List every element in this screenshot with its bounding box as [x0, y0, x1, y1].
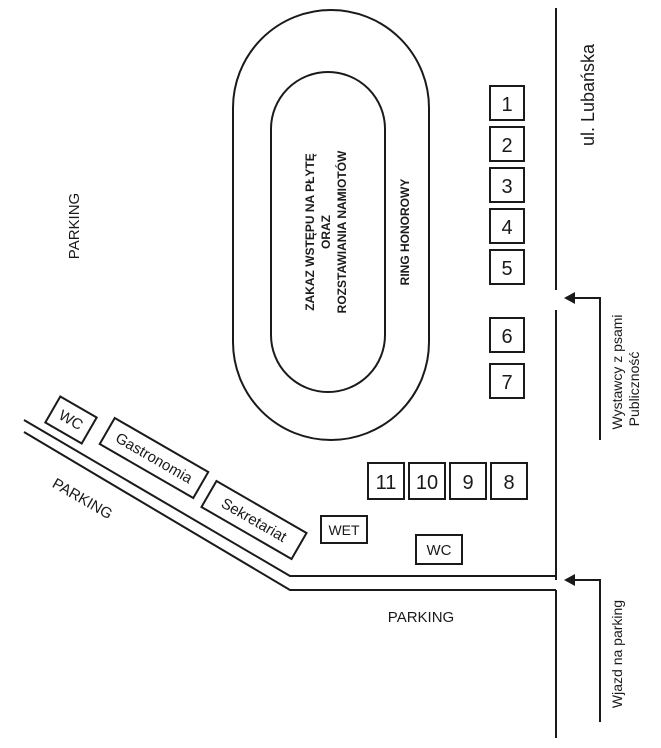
ring-number: 6	[501, 326, 512, 348]
ring-box-4: 4	[489, 208, 525, 244]
exhibitors-label-1: Wystawcy z psami	[609, 314, 625, 429]
parking-bottom-label: PARKING	[388, 609, 454, 626]
ring-box-3: 3	[489, 167, 525, 203]
ring-number: 4	[501, 217, 512, 239]
ring-inner-field	[270, 71, 386, 393]
parking-diagonal-label: PARKING	[49, 475, 115, 523]
ring-number: 9	[462, 472, 473, 494]
ring-box-11: 11	[367, 462, 405, 500]
wc-bottom-label: WC	[427, 542, 452, 559]
wc-bottom-box: WC	[415, 534, 463, 565]
ring-number: 11	[376, 472, 397, 494]
road-lower-edge	[23, 431, 556, 591]
ring-number: 8	[503, 472, 514, 494]
exhibitors-label-2: Publiczność	[626, 352, 642, 427]
ring-number: 3	[501, 176, 512, 198]
wet-label: WET	[328, 522, 360, 538]
parking-entrance-arrow	[564, 574, 601, 722]
ring-number: 10	[416, 472, 438, 494]
ring-number: 1	[501, 94, 512, 116]
wc-top-box: WC	[43, 395, 99, 445]
ring-box-9: 9	[449, 462, 487, 500]
ring-inner-text-1: ZAKAZ WSTĘPU NA PŁYTĘ	[303, 153, 317, 311]
ring-box-1: 1	[489, 85, 525, 121]
ring-honorowy-label: RING HONOROWY	[398, 179, 412, 286]
ring-box-10: 10	[408, 462, 446, 500]
ring-inner-text-2: ORAZ	[319, 215, 333, 249]
ring-number: 7	[501, 372, 512, 394]
parking-entrance-label: Wjazd na parking	[609, 600, 625, 708]
street-label: ul. Lubańska	[578, 43, 598, 146]
ring-box-8: 8	[490, 462, 528, 500]
wet-box: WET	[320, 515, 368, 544]
exhibitors-entrance-arrow	[564, 292, 601, 440]
ring-box-2: 2	[489, 126, 525, 162]
ring-number: 5	[501, 258, 512, 280]
ring-box-6: 6	[489, 317, 525, 353]
ring-outer-track	[232, 9, 430, 441]
ring-box-5: 5	[489, 249, 525, 285]
ring-number: 2	[501, 135, 512, 157]
ring-inner-text-3: ROZSTAWIANIA NAMIOTÓW	[334, 150, 349, 313]
road-upper-edge	[23, 419, 556, 577]
ring-box-7: 7	[489, 363, 525, 399]
parking-left-label: PARKING	[66, 193, 83, 259]
